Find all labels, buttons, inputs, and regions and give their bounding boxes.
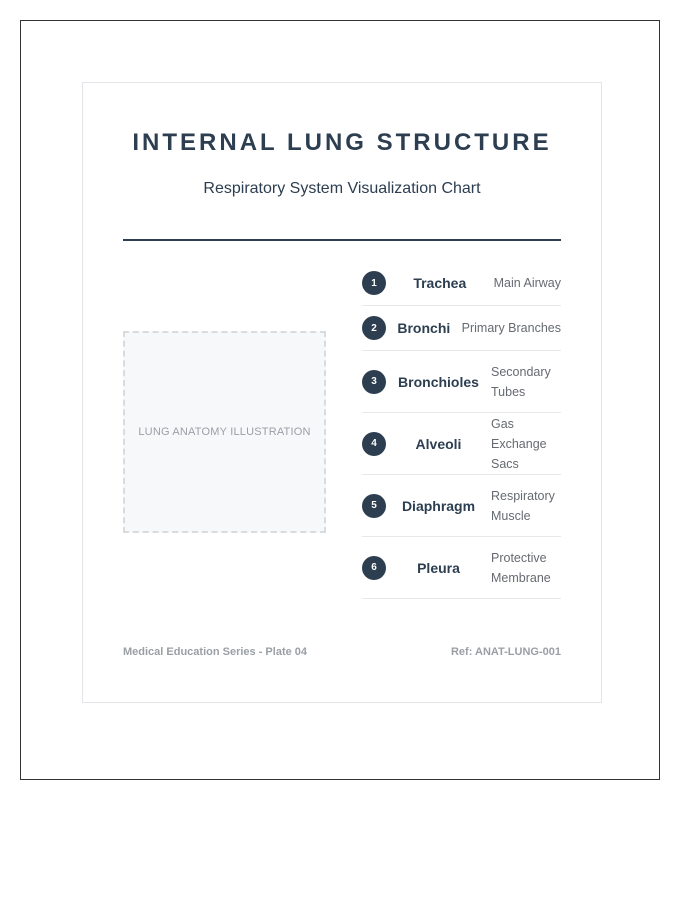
legend-item-bronchi: 2 Bronchi Primary Branches bbox=[362, 306, 561, 351]
legend-description: Primary Branches bbox=[461, 321, 561, 335]
legend-description: Respiratory Muscle bbox=[491, 488, 555, 523]
legend-term: Alveoli bbox=[415, 435, 462, 452]
legend-number-badge: 1 bbox=[362, 271, 386, 295]
legend-term: Diaphragm bbox=[401, 497, 476, 514]
legend-item-diaphragm: 5 Diaphragm Respiratory Muscle bbox=[362, 475, 561, 537]
structure-legend: 1 Trachea Main Airway 2 Bronchi Primary … bbox=[362, 261, 561, 599]
placeholder-label: LUNG ANATOMY ILLUSTRATION bbox=[138, 426, 311, 438]
legend-description: Main Airway bbox=[493, 276, 561, 290]
header-divider bbox=[123, 239, 561, 241]
legend-number-badge: 5 bbox=[362, 493, 386, 518]
legend-item-alveoli: 4 Alveoli Gas Exchange Sacs bbox=[362, 413, 561, 475]
legend-term: Trachea bbox=[413, 275, 467, 291]
legend-term: Bronchi bbox=[397, 320, 451, 336]
legend-description: Secondary Tubes bbox=[491, 364, 551, 399]
footer-series-label: Medical Education Series - Plate 04 bbox=[123, 646, 308, 658]
footer-reference-label: Ref: ANAT-LUNG-001 bbox=[450, 646, 561, 658]
page-title: INTERNAL LUNG STRUCTURE bbox=[132, 129, 552, 156]
legend-description: Gas Exchange Sacs bbox=[491, 416, 547, 471]
legend-number-badge: 2 bbox=[362, 316, 386, 340]
legend-description: Protective Membrane bbox=[491, 550, 551, 585]
legend-term: Bronchioles bbox=[398, 373, 479, 390]
legend-item-pleura: 6 Pleura Protective Membrane bbox=[362, 537, 561, 599]
legend-item-trachea: 1 Trachea Main Airway bbox=[362, 261, 561, 306]
legend-term: Pleura bbox=[417, 559, 460, 576]
chart-card: INTERNAL LUNG STRUCTURE Respiratory Syst… bbox=[82, 82, 602, 703]
page-frame: INTERNAL LUNG STRUCTURE Respiratory Syst… bbox=[20, 20, 660, 780]
legend-number-badge: 6 bbox=[362, 555, 386, 580]
legend-number-badge: 4 bbox=[362, 431, 386, 456]
page-subtitle: Respiratory System Visualization Chart bbox=[203, 180, 481, 197]
lung-illustration-placeholder: LUNG ANATOMY ILLUSTRATION bbox=[123, 331, 326, 533]
legend-item-bronchioles: 3 Bronchioles Secondary Tubes bbox=[362, 351, 561, 413]
legend-number-badge: 3 bbox=[362, 369, 386, 394]
